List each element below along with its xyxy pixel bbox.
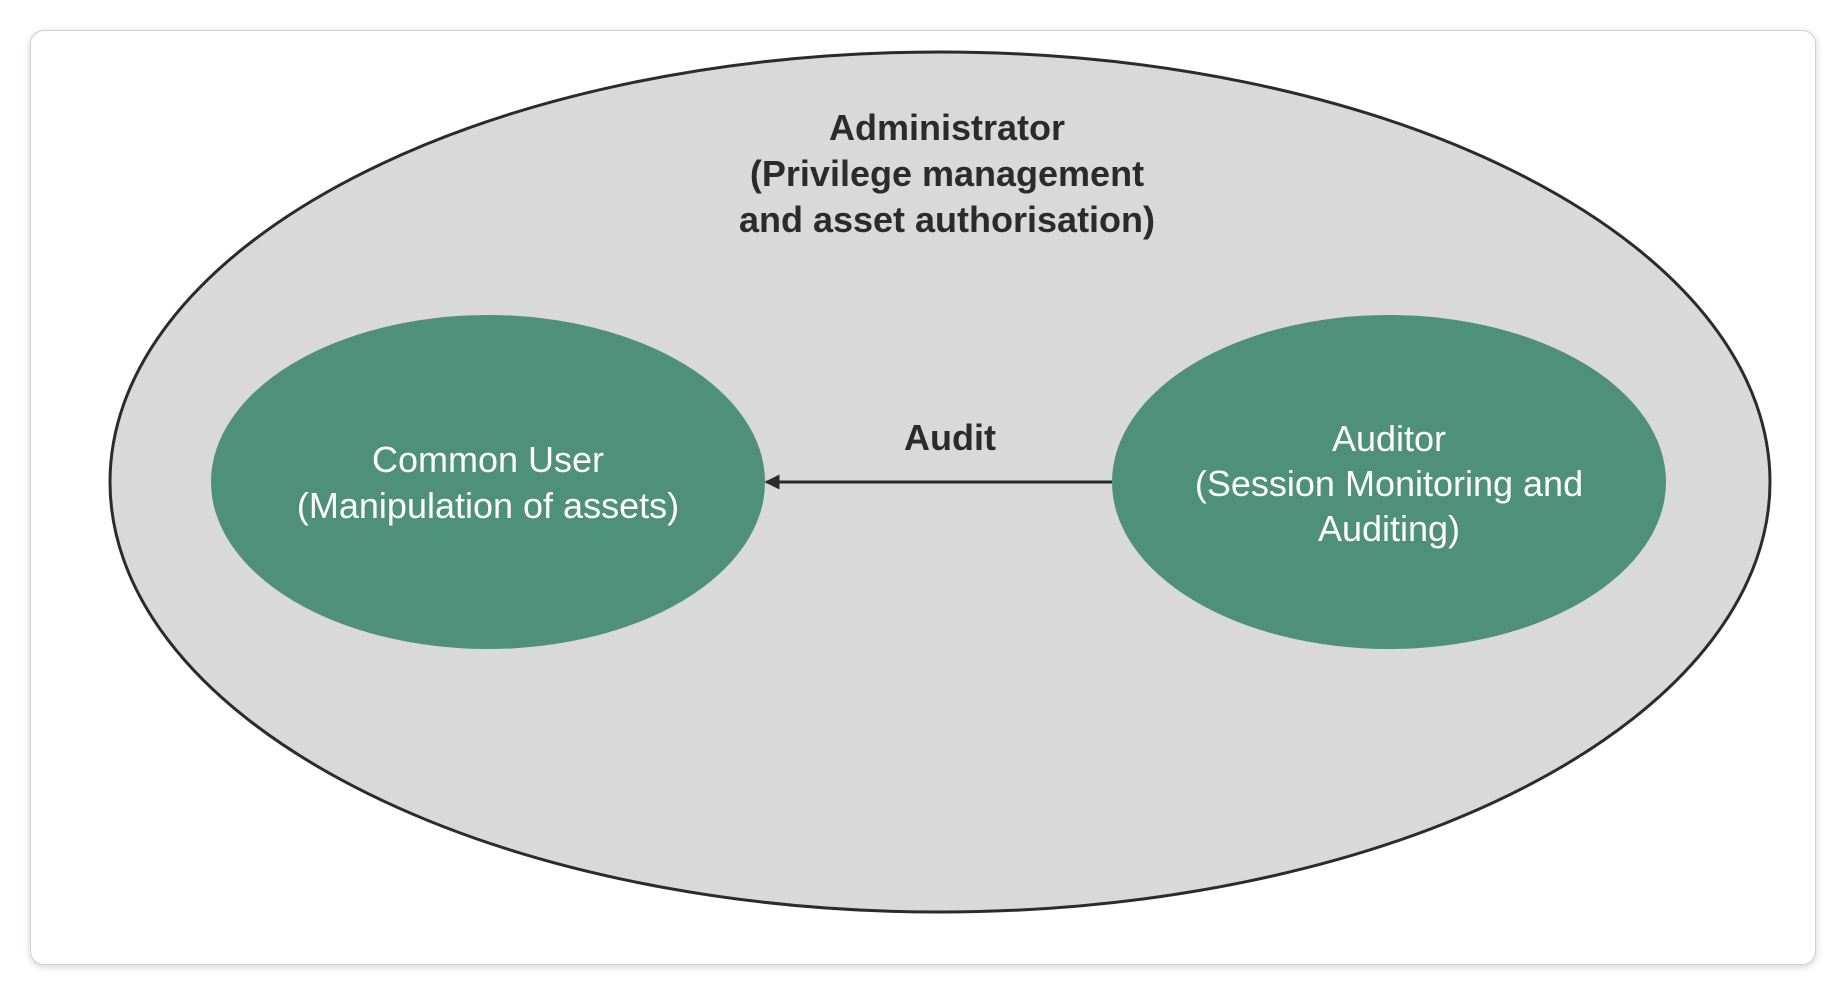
auditor-subtitle-line2: Auditing)	[1318, 508, 1460, 549]
administrator-title: Administrator	[829, 107, 1065, 148]
auditor-title: Auditor	[1332, 418, 1446, 459]
administrator-subtitle-line1: (Privilege management	[750, 153, 1144, 194]
auditor-node	[1112, 315, 1666, 649]
common-user-title: Common User	[372, 439, 604, 480]
audit-edge-label: Audit	[904, 417, 996, 458]
common-user-subtitle: (Manipulation of assets)	[297, 485, 679, 526]
auditor-subtitle-line1: (Session Monitoring and	[1195, 463, 1583, 504]
common-user-node	[211, 315, 765, 649]
administrator-subtitle-line2: and asset authorisation)	[739, 199, 1155, 240]
